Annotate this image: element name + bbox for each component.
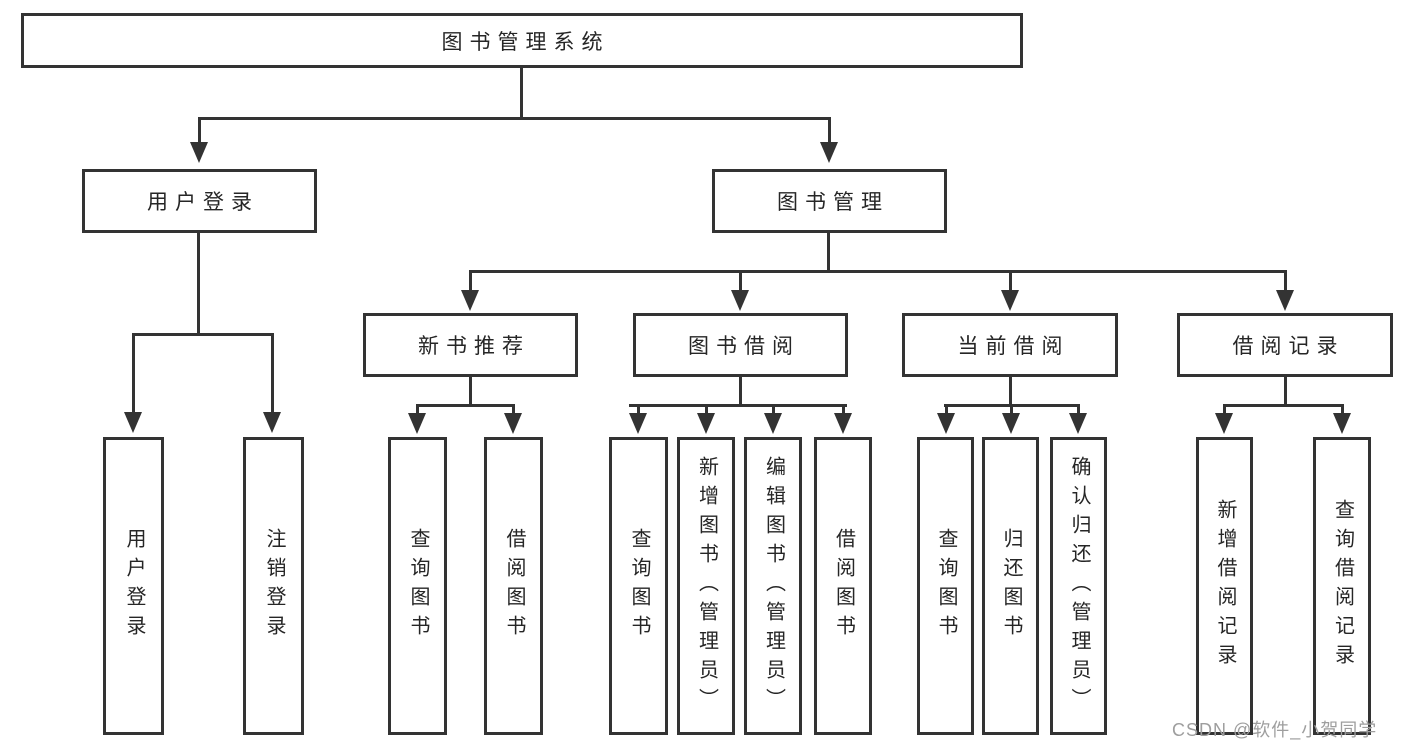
- csdn-watermark: CSDN @软件_小贺同学: [1172, 720, 1378, 740]
- connector-line: [132, 333, 274, 336]
- leaf-user-login: 用户登录: [103, 437, 164, 735]
- leaf-label: 查询图书: [407, 528, 429, 644]
- leaf-borrow-books-recommendation: 借阅图书: [484, 437, 543, 735]
- connector-line: [1010, 407, 1013, 413]
- arrow-down-icon: [408, 413, 426, 434]
- arrow-down-icon: [731, 290, 749, 311]
- node-label: 当前借阅: [957, 335, 1070, 358]
- leaf-confirm-return-admin: 确认归还（管理员）: [1050, 437, 1107, 735]
- leaf-label: 查询图书: [628, 528, 650, 644]
- connector-line: [198, 117, 831, 120]
- leaf-label: 确认归还（管理员）: [1068, 455, 1090, 717]
- node-library-management-system: 图书管理系统: [21, 13, 1023, 68]
- connector-line: [469, 377, 472, 406]
- leaf-label: 编辑图书（管理员）: [762, 455, 785, 717]
- connector-line: [1223, 407, 1226, 413]
- arrow-down-icon: [764, 413, 782, 434]
- node-label: 借阅记录: [1232, 335, 1345, 358]
- connector-line: [271, 336, 274, 413]
- connector-line: [197, 233, 200, 335]
- leaf-label: 借阅图书: [832, 528, 855, 644]
- arrow-down-icon: [1001, 290, 1019, 311]
- connector-line: [1284, 377, 1287, 406]
- connector-line: [1009, 273, 1012, 291]
- node-book-management: 图书管理: [712, 169, 947, 233]
- connector-line: [705, 407, 708, 413]
- connector-line: [1223, 404, 1344, 407]
- arrow-down-icon: [937, 413, 955, 434]
- node-label: 图书管理系统: [441, 30, 610, 54]
- leaf-label: 归还图书: [1000, 528, 1022, 644]
- node-label: 图书管理: [777, 191, 889, 214]
- connector-line: [512, 407, 515, 413]
- node-book-borrowing: 图书借阅: [633, 313, 848, 377]
- connector-line: [827, 233, 830, 273]
- leaf-query-books-current: 查询图书: [917, 437, 974, 735]
- connector-line: [945, 407, 948, 413]
- arrow-down-icon: [461, 290, 479, 311]
- node-label: 用户登录: [147, 191, 259, 214]
- connector-line: [1284, 273, 1287, 291]
- connector-line: [828, 120, 831, 143]
- leaf-return-books: 归还图书: [982, 437, 1039, 735]
- arrow-down-icon: [190, 142, 208, 163]
- node-borrowing-records: 借阅记录: [1177, 313, 1393, 377]
- leaf-query-books-recommendation: 查询图书: [388, 437, 447, 735]
- connector-line: [469, 273, 472, 291]
- leaf-label: 新增借阅记录: [1214, 499, 1236, 673]
- node-current-borrowing: 当前借阅: [902, 313, 1118, 377]
- leaf-borrow-books: 借阅图书: [814, 437, 872, 735]
- arrow-down-icon: [1276, 290, 1294, 311]
- arrow-down-icon: [1002, 413, 1020, 434]
- connector-line: [132, 336, 135, 413]
- leaf-label: 查询借阅记录: [1331, 499, 1354, 673]
- connector-line: [1077, 407, 1080, 413]
- arrow-down-icon: [504, 413, 522, 434]
- connector-line: [739, 273, 742, 291]
- connector-line: [842, 407, 845, 413]
- arrow-down-icon: [263, 412, 281, 433]
- leaf-label: 新增图书（管理员）: [695, 455, 718, 717]
- arrow-down-icon: [629, 413, 647, 434]
- node-new-book-recommendation: 新书推荐: [363, 313, 578, 377]
- node-user-login: 用户登录: [82, 169, 317, 233]
- connector-line: [1009, 377, 1012, 406]
- connector-line: [629, 404, 847, 407]
- node-label: 新书推荐: [418, 335, 530, 358]
- connector-line: [739, 377, 742, 406]
- leaf-label: 借阅图书: [503, 528, 525, 644]
- arrow-down-icon: [1069, 413, 1087, 434]
- leaf-label: 查询图书: [935, 528, 957, 644]
- leaf-query-books-borrowing: 查询图书: [609, 437, 668, 735]
- arrow-down-icon: [820, 142, 838, 163]
- leaf-label: 注销登录: [263, 528, 285, 644]
- leaf-edit-books-admin: 编辑图书（管理员）: [744, 437, 802, 735]
- leaf-logout: 注销登录: [243, 437, 304, 735]
- connector-line: [520, 68, 523, 119]
- connector-line: [416, 407, 419, 413]
- connector-line: [1341, 407, 1344, 413]
- leaf-label: 用户登录: [123, 528, 145, 644]
- node-label: 图书借阅: [688, 335, 800, 358]
- connector-line: [416, 404, 515, 407]
- connector-line: [198, 120, 201, 143]
- connector-line: [772, 407, 775, 413]
- arrow-down-icon: [124, 412, 142, 433]
- connector-line: [944, 404, 1080, 407]
- leaf-add-borrow-record: 新增借阅记录: [1196, 437, 1253, 735]
- arrow-down-icon: [834, 413, 852, 434]
- leaf-query-borrow-record: 查询借阅记录: [1313, 437, 1371, 735]
- connector-line: [469, 270, 1287, 273]
- arrow-down-icon: [1215, 413, 1233, 434]
- arrow-down-icon: [697, 413, 715, 434]
- connector-line: [637, 407, 640, 413]
- arrow-down-icon: [1333, 413, 1351, 434]
- leaf-add-books-admin: 新增图书（管理员）: [677, 437, 735, 735]
